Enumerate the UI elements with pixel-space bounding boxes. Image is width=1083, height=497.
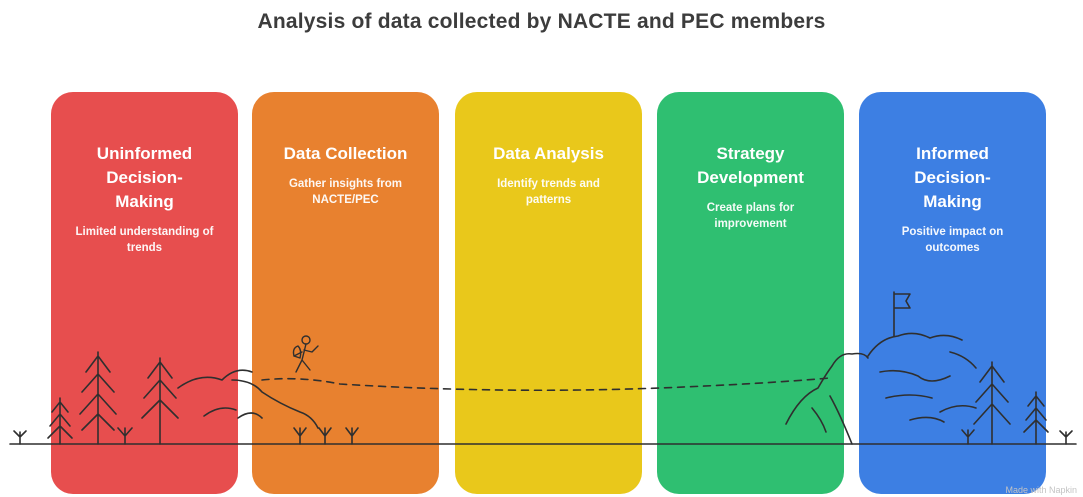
- grass-icon: [13, 430, 27, 445]
- stage-description: Limited understanding of trends: [75, 226, 214, 254]
- stage-description: Identify trends and patterns: [497, 178, 600, 206]
- grass-icon: [117, 427, 133, 445]
- flag-icon: [893, 291, 911, 337]
- tree-icon: [1023, 391, 1049, 445]
- stage-card-data-analysis: Data Analysis Identify trends and patter…: [455, 92, 642, 494]
- tree-icon: [973, 361, 1011, 445]
- grass-icon: [293, 427, 359, 445]
- stage-title: Strategy Development: [697, 144, 804, 187]
- hiker-icon: [292, 335, 319, 373]
- stage-title: Informed Decision- Making: [914, 144, 991, 211]
- stage-description: Create plans for improvement: [706, 202, 795, 230]
- stage-title: Data Analysis: [493, 144, 604, 163]
- grass-icon: [1059, 430, 1073, 445]
- stage-card-strategy-development: Strategy Development Create plans for im…: [657, 92, 844, 494]
- grass-icon: [961, 429, 975, 445]
- tree-icon: [79, 351, 117, 445]
- stage-card-data-collection: Data Collection Gather insights from NAC…: [252, 92, 439, 494]
- stage-description: Positive impact on outcomes: [901, 226, 1004, 254]
- tree-icon: [47, 397, 73, 445]
- mountain-icon: [177, 369, 319, 429]
- dashed-path: [261, 377, 831, 392]
- stage-card-uninformed: Uninformed Decision- Making Limited unde…: [51, 92, 238, 494]
- stage-title: Uninformed Decision- Making: [96, 144, 193, 211]
- mountain-icon: [785, 332, 977, 445]
- tree-icon: [141, 357, 179, 445]
- stage-card-informed: Informed Decision- Making Positive impac…: [859, 92, 1046, 494]
- diagram-title: Analysis of data collected by NACTE and …: [257, 10, 826, 33]
- watermark: Made with Napkin: [1005, 485, 1077, 495]
- stage-title: Data Collection: [283, 144, 408, 163]
- stage-description: Gather insights from NACTE/PEC: [288, 178, 403, 206]
